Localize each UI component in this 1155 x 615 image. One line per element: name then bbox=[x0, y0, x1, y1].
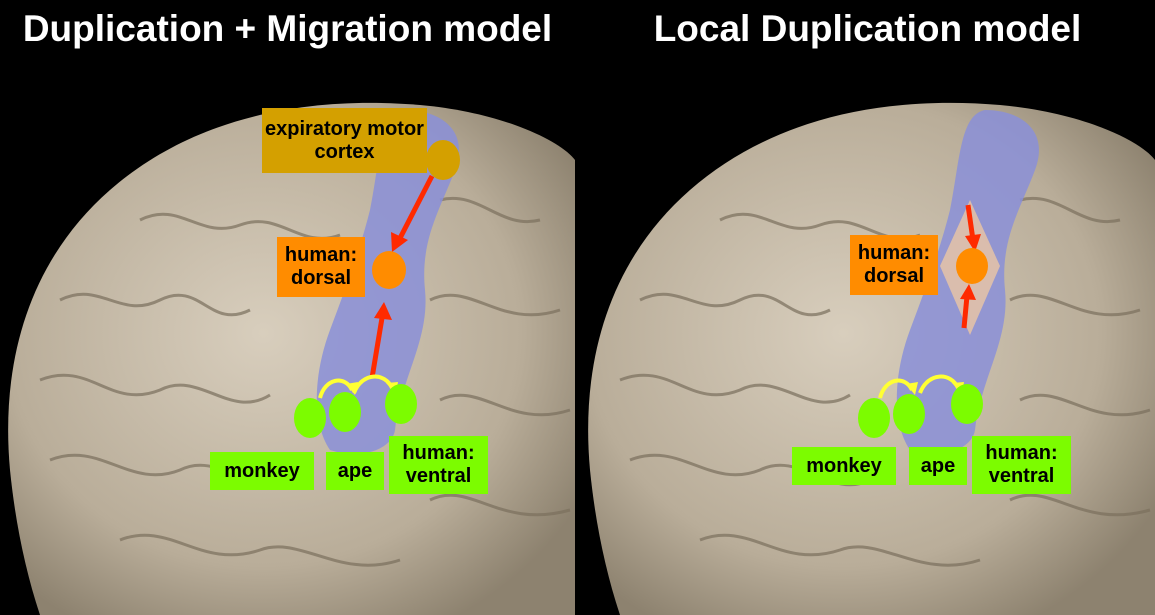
ventral-dot bbox=[951, 384, 983, 424]
brain-illustration bbox=[0, 0, 575, 615]
brain-shape bbox=[8, 103, 575, 615]
ventral-label: human: ventral bbox=[972, 436, 1071, 494]
ventral-label: human: ventral bbox=[389, 436, 488, 494]
local-arrow-bottom bbox=[964, 296, 967, 328]
panel-title: Local Duplication model bbox=[580, 8, 1155, 50]
ape-label: ape bbox=[909, 447, 967, 485]
monkey-dot bbox=[294, 398, 326, 438]
dorsal-label: human: dorsal bbox=[277, 237, 365, 297]
monkey-dot bbox=[858, 398, 890, 438]
ape-dot bbox=[893, 394, 925, 434]
ventral-dot bbox=[385, 384, 417, 424]
ape-label: ape bbox=[326, 452, 384, 490]
expiratory-label: expiratory motor cortex bbox=[262, 108, 427, 173]
dorsal-label: human: dorsal bbox=[850, 235, 938, 295]
brain-illustration bbox=[580, 0, 1155, 615]
panel-title: Duplication + Migration model bbox=[0, 8, 575, 50]
monkey-label: monkey bbox=[792, 447, 896, 485]
panel-local-duplication: Local Duplication model human: dorsal mo… bbox=[580, 0, 1155, 615]
monkey-label: monkey bbox=[210, 452, 314, 490]
ape-dot bbox=[329, 392, 361, 432]
dorsal-dot bbox=[956, 248, 988, 284]
brain-shape bbox=[588, 103, 1155, 615]
expiratory-dot bbox=[426, 140, 460, 180]
dorsal-dot bbox=[372, 251, 406, 289]
panel-duplication-migration: Duplication + Migration model expiratory… bbox=[0, 0, 575, 615]
